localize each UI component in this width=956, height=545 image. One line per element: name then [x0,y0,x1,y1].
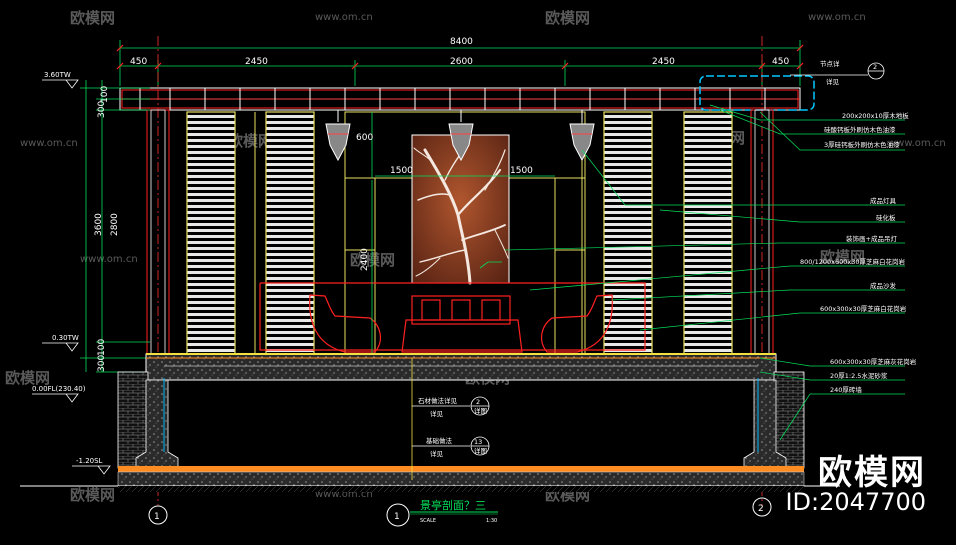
note-3: 成品灯具 [870,196,897,205]
watermark-site: www.om.cn [315,12,373,23]
title-scale-value: 1:30 [486,518,497,524]
dim-1500-right: 1500 [510,166,533,176]
top-dimension-ticks [116,44,804,70]
title-text: 景亭剖面？三 [420,498,486,512]
watermark-brand: 欧模网 [5,369,50,387]
left-dimension-chain [80,80,150,373]
louver-screens [186,111,733,357]
dim-300-bottom: 300 [97,355,107,372]
dim-top-2600: 2600 [450,57,473,67]
watermark-site: www.om.cn [315,489,373,500]
note-2: 3厚硅钙板外刷仿木色油漆 [824,140,900,149]
dim-1500-left: 1500 [390,166,413,176]
note-11: 240厚砖墙 [830,385,862,394]
ref-low-tag: 详图 [474,446,487,455]
dim-100-top: 100 [100,86,110,103]
top-dimension-chain [119,40,801,86]
watermark-brand: 欧模网 [70,486,115,504]
dim-600: 600 [356,133,373,143]
ref-mid-sub: 详见 [430,409,444,418]
internal-section-refs [411,358,490,480]
foundation-walls [117,371,805,471]
pendant-lamps [325,110,595,162]
level-floor: 0.00FL(230.40) [32,385,86,393]
ref-low-sub: 详见 [430,449,444,458]
note-5: 装饰画+成品吊灯 [846,234,897,243]
detail-ref-top-num: 2 [873,63,877,71]
dim-3600: 3600 [94,213,104,236]
ref-low-num: 13 [474,438,482,446]
dim-top-2450-left: 2450 [245,57,268,67]
ground-layers [20,466,840,492]
detail-ref-top-tag1: 节点详 [820,59,840,68]
note-7: 成品沙发 [870,281,897,290]
note-0: 200x200x10厚木地板 [842,111,909,120]
level-bottom: -1.20SL [76,457,103,465]
note-4: 硅化板 [876,213,896,222]
note-leaders [504,104,905,441]
title-scale-label: SCALE [420,518,436,524]
ref-mid-num: 2 [476,398,480,406]
ref-mid-label: 石材做法详见 [418,396,458,405]
title-number: 1 [394,512,400,522]
watermark-brand: 欧模网 [350,251,395,269]
note-1: 硅酸钙板外刷仿木色油漆 [824,125,896,134]
furniture [259,282,646,353]
watermark-brand: 欧模网 [820,248,865,266]
watermark-site: www.om.cn [808,12,866,23]
ref-low-label: 基础做法 [426,436,453,445]
dim-top-2450-right: 2450 [652,57,675,67]
axis-1-label: 1 [154,512,160,522]
dim-100-bottom: 100 [97,339,107,356]
dim-300-top: 300 [97,101,107,118]
detail-callout-cloud [699,75,815,111]
roof-beam [119,87,801,111]
note-10: 20厚1:2.5水泥砂浆 [830,371,888,380]
watermark-site: www.om.cn [20,138,78,149]
detail-ref-top-tag2: 详见 [826,77,840,86]
dim-2400: 2400 [360,248,370,271]
note-9: 600x300x30厚芝麻灰花岗岩 [830,357,917,366]
watermark-brand: 欧模网 [228,132,273,150]
dim-top-450-left: 450 [130,57,147,67]
material-notes: 200x200x10厚木地板 硅酸钙板外刷仿木色油漆 3厚硅钙板外刷仿木色油漆 … [800,111,917,394]
level-mid: 0.30TW [52,334,79,342]
watermark-site: www.om.cn [80,254,138,265]
dim-total-8400: 8400 [450,37,473,47]
watermark-site: www.om.cn [888,138,946,149]
dim-top-450-right: 450 [772,57,789,67]
note-6: 800/1200x600x30厚芝麻白花岗岩 [800,257,906,266]
brand-logo-text: 欧模网 [818,453,926,493]
axis-2-label: 2 [758,504,764,514]
brand-id: ID:2047700 [785,488,926,516]
ref-mid-tag: 详图 [474,406,487,415]
dim-2800: 2800 [110,213,120,236]
watermark-brand: 欧模网 [545,9,590,27]
note-8: 600x300x30厚芝麻白花岗岩 [820,304,907,313]
detail-ref-top [790,62,885,80]
interior-dims [371,112,555,356]
watermark-brand: 欧模网 [70,9,115,27]
drawing-title-block [386,503,498,527]
level-top: 3.60TW [44,71,71,79]
platform-slab [145,353,777,381]
axis-bubbles [148,497,772,525]
level-markers [32,79,111,475]
